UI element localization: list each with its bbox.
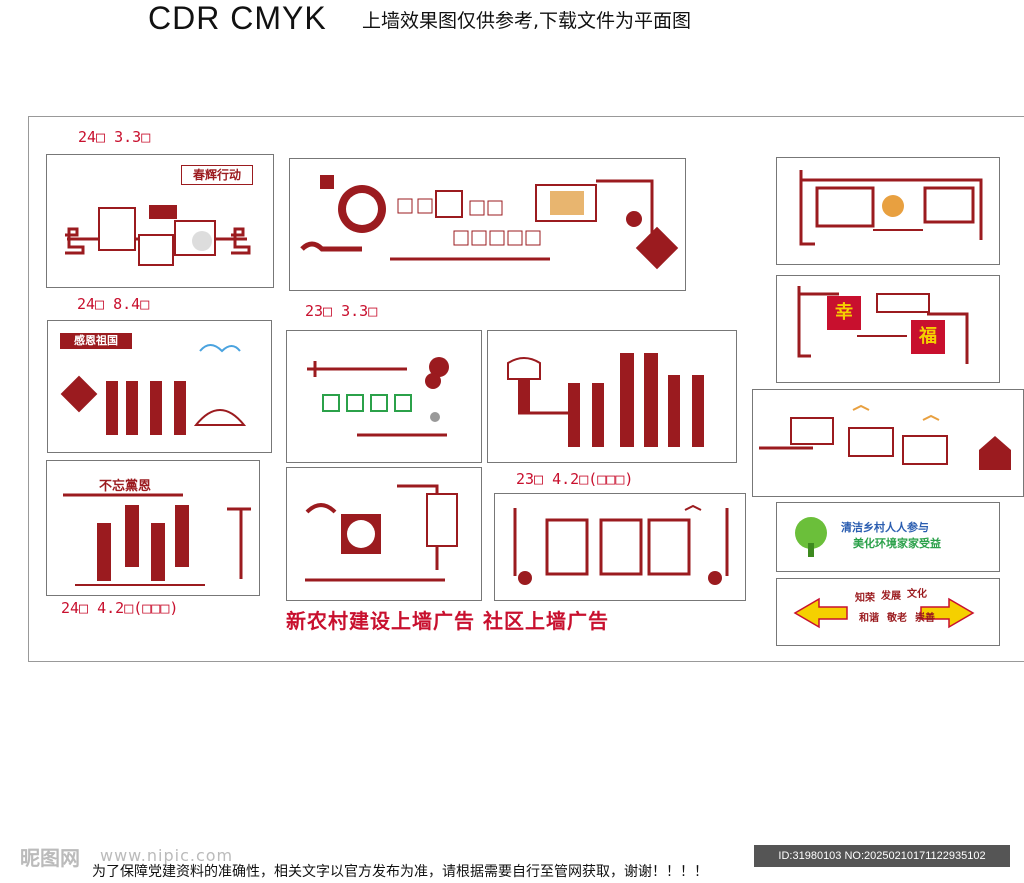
decor-graphic [63,493,251,586]
arrow-word-4: 和谐 [859,613,879,624]
disclaimer-text: 为了保障党建资料的准确性，相关文字以官方发布为准，请根据需要自行至管网获取，谢谢… [92,864,708,880]
qingjie-line-2: 美化环境家家受益 [853,537,941,550]
arrow-word-1: 知荣 [855,593,875,604]
dimension-label-1: 24□ 3.3□ [78,128,151,146]
image-id-bar: ID:31980103 NO:20250210171122935102 [754,845,1010,867]
format-code: CDR CMYK [148,0,327,36]
wall-panel-mid-2 [487,330,737,463]
watermark-logo: 昵图网 [20,846,80,870]
decor-graphic [65,205,251,266]
panel-title-buwang: 不忘黨恩 [99,479,152,494]
xing-badge: 幸 [827,296,861,330]
decor-graphic [799,170,983,246]
arrow-word-2: 发展 [881,591,901,602]
ad-caption: 新农村建设上墙广告 社区上墙广告 [286,609,609,633]
wall-panel-ganen: 感恩祖国 [47,320,272,453]
dimension-label-2: 24□ 8.4□ [77,295,150,313]
arrow-graphic [793,597,975,629]
wall-panel-xingfu: 幸 福 [776,275,1000,383]
preview-frame [28,116,1024,662]
arrow-word-5: 敬老 [887,613,907,624]
wall-panel-arrows: 知荣 发展 文化 和谐 敬老 崇善 [776,578,1000,646]
arrow-word-3: 文化 [907,589,927,600]
decor-graphic [797,286,969,364]
dimension-label-3: 23□ 3.3□ [305,302,378,320]
wall-panel-chunhui: 春辉行动 [46,154,274,288]
wall-panel-mid-1 [286,330,482,463]
fu-badge: 福 [911,320,945,354]
decor-graphic [305,484,458,582]
header-note: 上墙效果图仅供参考,下载文件为平面图 [362,10,692,32]
watermark-url: www.nipic.com [100,846,234,865]
wall-panel-right-1 [776,157,1000,265]
decor-graphic [307,357,449,437]
tree-icon [795,517,827,557]
panel-title-chunhui: 春辉行动 [181,165,253,185]
wall-panel-mid-4 [494,493,746,601]
wall-panel-buwang: 不忘黨恩 [46,460,260,596]
decor-graphic [300,175,679,270]
decor-graphic [60,344,247,435]
wall-panel-right-3 [752,389,1024,497]
dimension-label-4: 23□ 4.2□(□□□) [516,470,634,488]
dimension-label-5: 24□ 4.2□(□□□) [61,599,179,617]
decor-graphic [759,404,1011,470]
qingjie-line-1: 清洁乡村人人参与 [841,521,929,534]
wall-panel-wide [289,158,686,291]
arrow-word-6: 崇善 [915,613,935,624]
wall-panel-qingjie: 清洁乡村人人参与 美化环境家家受益 [776,502,1000,572]
wall-panel-mid-3 [286,467,482,601]
decor-graphic [513,504,729,585]
panel-title-ganen: 感恩祖国 [60,333,132,349]
decor-graphic [507,353,704,447]
